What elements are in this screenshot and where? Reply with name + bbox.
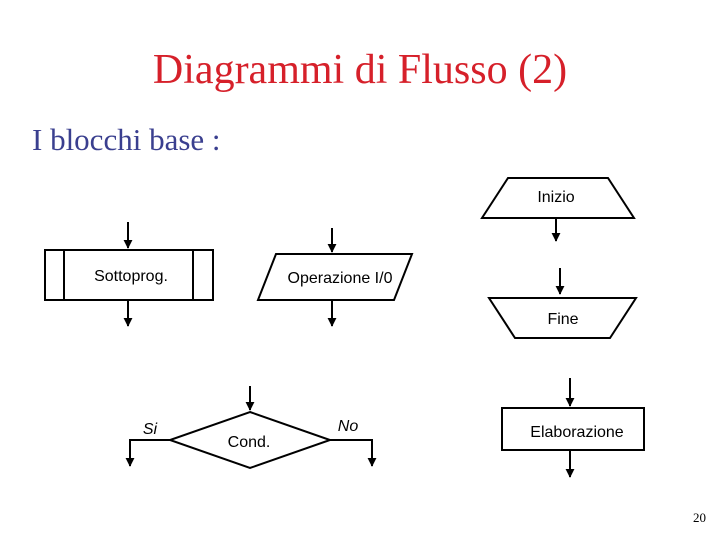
io-shape xyxy=(256,253,414,301)
decision-shape xyxy=(166,410,334,470)
yes-label: Si xyxy=(143,421,158,438)
start-shape xyxy=(480,177,636,219)
decision-yes-branch xyxy=(125,439,170,467)
slide-title: Diagrammi di Flusso (2) xyxy=(152,47,568,93)
subroutine-label: Sottoprog. xyxy=(94,268,168,285)
decision-label: Cond. xyxy=(228,434,271,451)
process-label: Elaborazione xyxy=(530,424,624,441)
slide-subtitle: I blocchi base : xyxy=(32,122,221,157)
no-label: No xyxy=(338,418,359,435)
decision-no-branch xyxy=(330,439,377,467)
end-shape xyxy=(487,297,638,339)
start-label: Inizio xyxy=(537,189,574,206)
end-label: Fine xyxy=(547,311,578,328)
page-number: 20 xyxy=(693,510,706,525)
io-label: Operazione I/0 xyxy=(288,270,393,287)
process-shape xyxy=(501,407,645,451)
